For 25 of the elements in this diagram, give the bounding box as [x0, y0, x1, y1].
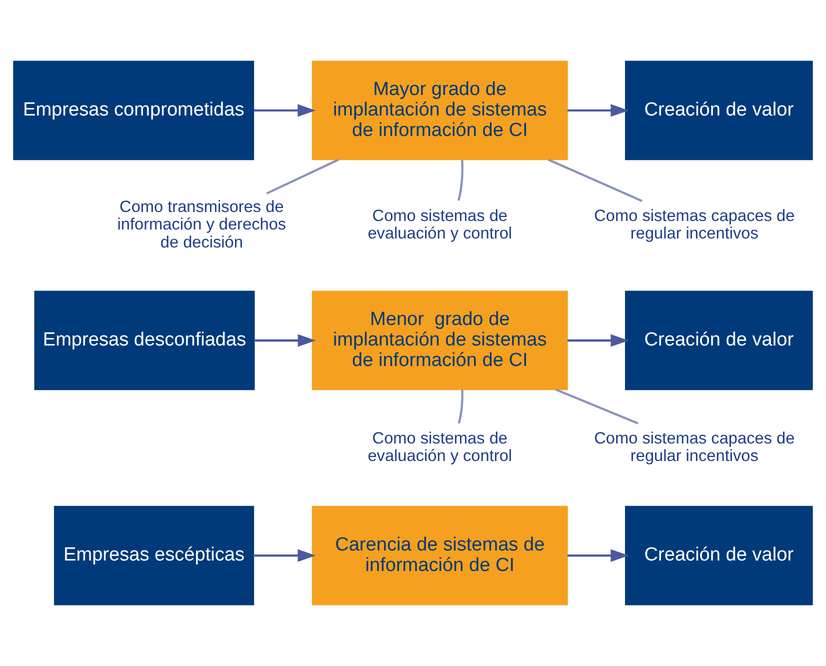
connector: [458, 390, 464, 424]
node-box: Menor grado de implantación de sistemas de información de CI: [312, 290, 568, 390]
node-box: Empresas escépticas: [54, 506, 254, 606]
node-box: Empresas comprometidas: [13, 60, 254, 160]
node-box: Carencia de sistemas de información de CI: [312, 506, 568, 606]
arrow: [253, 549, 316, 562]
node-box: Creación de valor: [625, 506, 813, 606]
node-text: Como transmisores de información y derechos de decisión: [117, 198, 286, 252]
node-box: Creación de valor: [625, 60, 813, 160]
connector: [458, 160, 464, 201]
node-text: Como sistemas capaces de regular incentivos: [594, 429, 795, 466]
node-box: Empresas desconfiadas: [34, 290, 255, 390]
arrow: [567, 334, 629, 347]
connector: [266, 158, 339, 194]
node-box: Mayor grado de implantación de sistemas de información de CI: [312, 60, 568, 160]
node-text: Como sistemas de evaluación y control: [368, 429, 512, 466]
connector: [548, 158, 642, 202]
arrow: [567, 104, 629, 117]
arrow: [567, 549, 629, 562]
arrow: [254, 334, 316, 347]
node-box: Creación de valor: [625, 290, 813, 390]
node-text: Como sistemas de evaluación y control: [368, 206, 512, 243]
node-text: Como sistemas capaces de regular incentivos: [594, 206, 795, 243]
arrow: [254, 104, 316, 117]
connector: [555, 388, 638, 424]
